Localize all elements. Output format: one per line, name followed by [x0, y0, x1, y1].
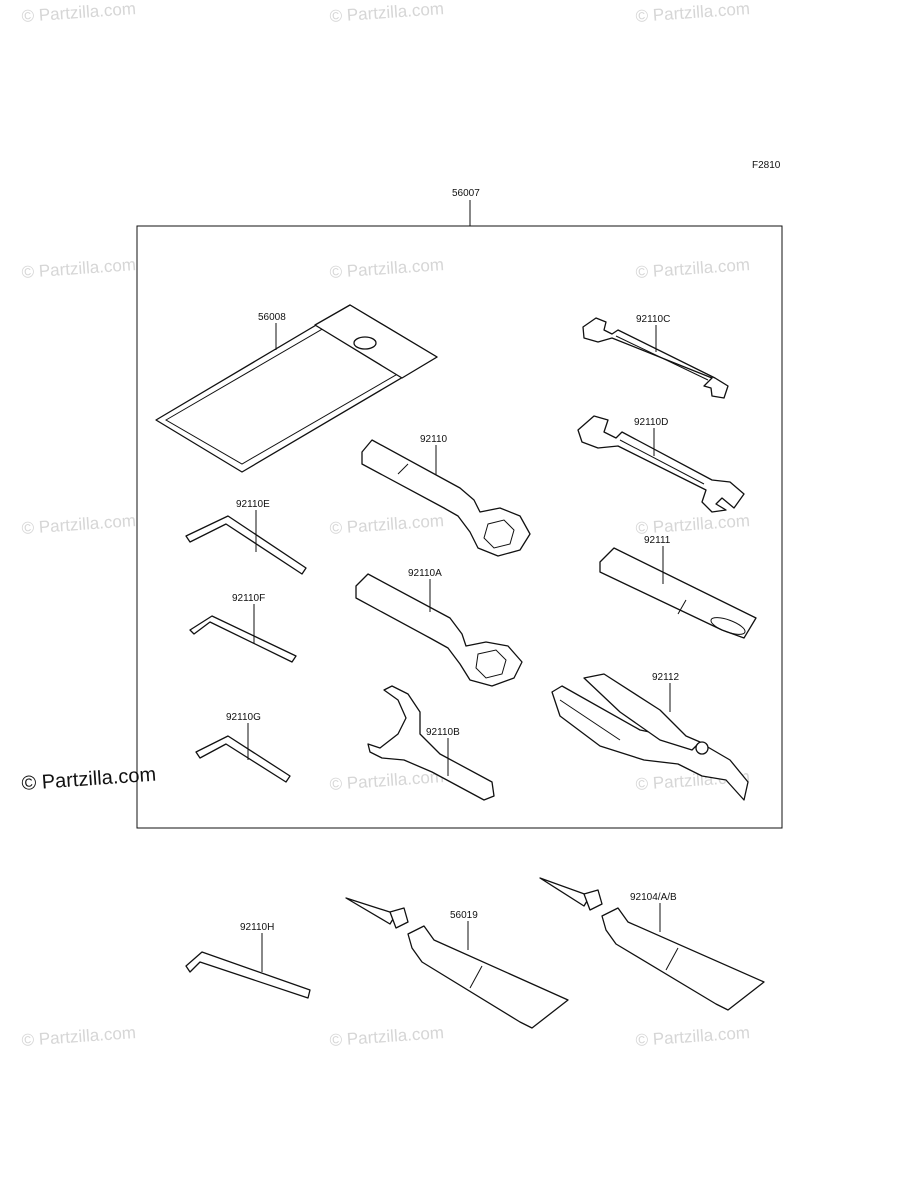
watermark: © Partzilla.com	[21, 0, 137, 26]
assembly-label: 56007	[452, 188, 480, 199]
label-92112: 92112	[652, 672, 680, 683]
watermark: © Partzilla.com	[21, 511, 137, 538]
hex-key-92110E[interactable]	[185, 515, 307, 575]
label-92104AB: 92104/A/B	[630, 892, 677, 903]
watermark: © Partzilla.com	[635, 0, 751, 26]
watermark: © Partzilla.com	[329, 0, 445, 26]
watermark: © Partzilla.com	[329, 255, 445, 282]
hook-wrench-92110B[interactable]	[367, 685, 495, 801]
label-92110G: 92110G	[226, 712, 261, 723]
grease-tube-92104AB[interactable]	[539, 877, 765, 1011]
tool-kit-box	[136, 225, 783, 829]
grease-tube-56019[interactable]	[345, 897, 569, 1029]
hex-key-92110H[interactable]	[185, 951, 311, 999]
hex-key-92110F[interactable]	[189, 615, 297, 663]
label-92110F: 92110F	[232, 593, 265, 604]
wrench-92110D[interactable]	[577, 415, 745, 513]
label-56019: 56019	[450, 910, 478, 921]
wrench-92110C[interactable]	[582, 317, 729, 399]
label-92110H: 92110H	[240, 922, 274, 933]
tube-92111[interactable]	[599, 547, 757, 639]
label-92110D: 92110D	[634, 417, 668, 428]
label-92110C: 92110C	[636, 314, 670, 325]
label-92110B: 92110B	[426, 727, 460, 738]
watermark: © Partzilla.com	[635, 255, 751, 282]
label-92110A: 92110A	[408, 568, 442, 579]
watermark: © Partzilla.com	[329, 767, 445, 794]
tool-bag-56008[interactable]	[155, 304, 438, 473]
watermark: © Partzilla.com	[329, 511, 445, 538]
figure-code: F2810	[752, 160, 781, 171]
ring-wrench-92110A[interactable]	[355, 573, 523, 687]
label-92110: 92110	[420, 434, 448, 445]
watermark-main: © Partzilla.com	[21, 764, 157, 795]
hex-key-92110G[interactable]	[195, 735, 291, 783]
watermark: © Partzilla.com	[21, 1023, 137, 1050]
label-92110E: 92110E	[236, 499, 270, 510]
label-56008: 56008	[258, 312, 286, 323]
label-92111: 92111	[644, 535, 671, 546]
watermark: © Partzilla.com	[635, 511, 751, 538]
watermark: © Partzilla.com	[635, 1023, 751, 1050]
watermark: © Partzilla.com	[21, 255, 137, 282]
pliers-92112[interactable]	[551, 673, 749, 801]
watermark: © Partzilla.com	[329, 1023, 445, 1050]
ring-wrench-92110[interactable]	[361, 439, 531, 557]
